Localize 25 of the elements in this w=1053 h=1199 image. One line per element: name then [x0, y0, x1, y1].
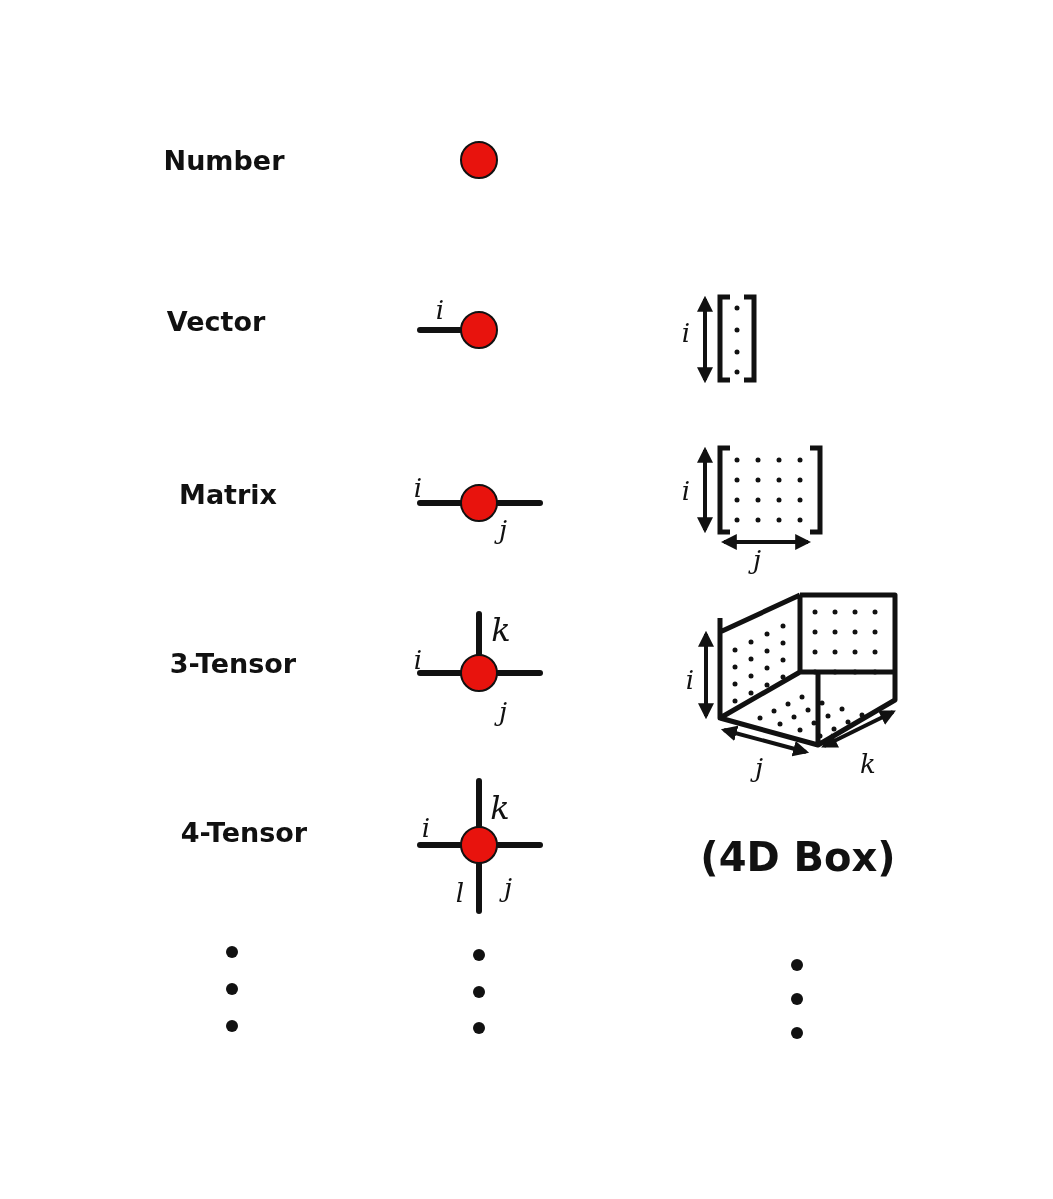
tensor-node-circle [460, 654, 498, 692]
dimension-label: k [860, 751, 876, 777]
edge-label: i [421, 815, 431, 841]
row-title: Number [163, 146, 285, 174]
index-leg [476, 861, 482, 914]
edge-label: i [413, 475, 423, 501]
box-caption: (4D Box) [700, 837, 896, 877]
row-title: Vector [166, 307, 266, 335]
dimension-label: i [681, 478, 691, 504]
dimension-label: i [681, 320, 691, 346]
row-title: 4-Tensor [180, 818, 308, 846]
tensor-node-circle [460, 484, 498, 522]
edge-label: k [491, 614, 511, 646]
dimension-label: i [685, 667, 695, 693]
index-leg [476, 778, 482, 829]
edge-label: i [413, 647, 423, 673]
tensor-node-circle [460, 141, 498, 179]
row-title: Matrix [179, 480, 277, 508]
edge-label: k [490, 792, 510, 824]
tensor-node-circle [460, 826, 498, 864]
edge-label: l [455, 880, 465, 906]
tensor-node-circle [460, 311, 498, 349]
row-title: 3-Tensor [169, 649, 297, 677]
edge-label: i [435, 297, 445, 323]
index-leg [476, 611, 482, 657]
